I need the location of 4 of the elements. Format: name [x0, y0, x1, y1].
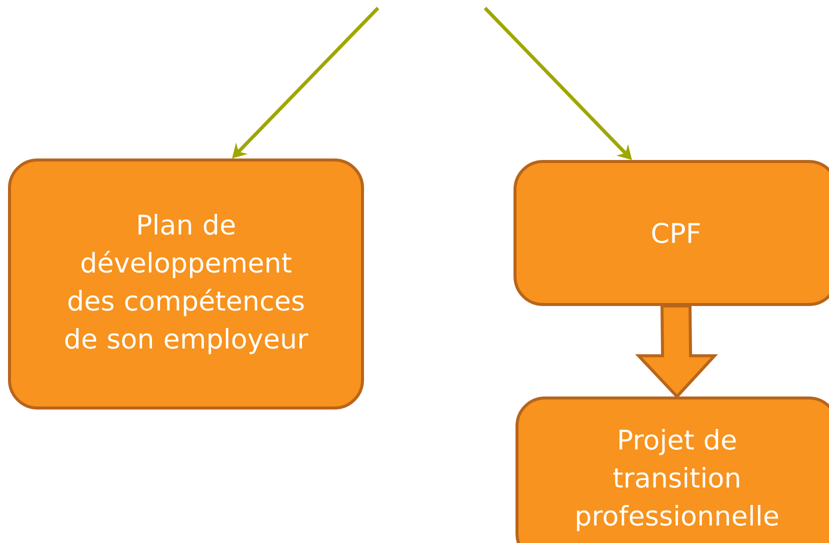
- process-box: CPF: [514, 160, 829, 306]
- process-box: Projet de transition professionnelle: [516, 396, 829, 543]
- block-arrow: [635, 304, 718, 399]
- process-box: Plan de développement des compétences de son employeur: [8, 158, 364, 410]
